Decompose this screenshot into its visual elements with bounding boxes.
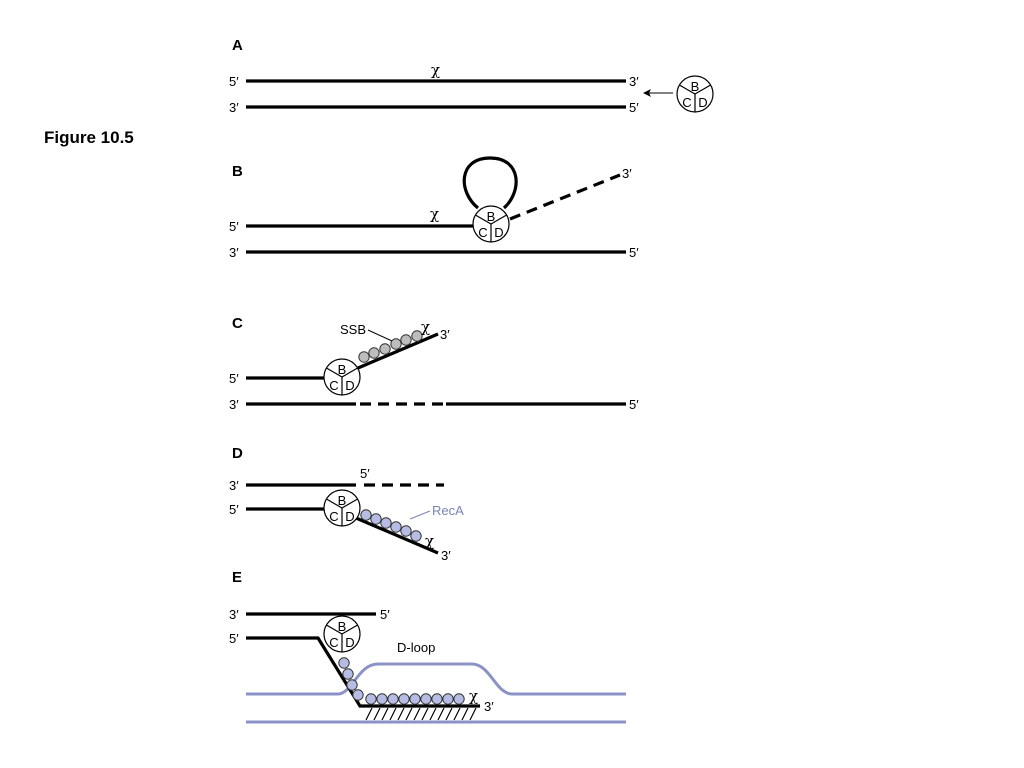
label-3prime: 3′ [440,327,450,342]
label-5prime: 5′ [360,466,370,481]
recbcd-enzyme: B C D [323,489,361,527]
reca-protein [400,525,412,537]
panel-c: C 5′ 3′ 5′ SSB χ 3′ B C D [229,315,639,412]
enzyme-b: B [338,493,347,508]
enzyme-d: D [345,378,354,393]
panel-label-a: A [232,37,243,54]
label-5prime: 5′ [229,219,239,234]
reca-label: RecA [432,503,464,518]
chi-site: χ [431,61,440,79]
label-3prime: 3′ [229,245,239,260]
base-pairing-hatch [365,707,477,721]
reca-protein [365,693,377,705]
enzyme-b: B [691,79,700,94]
reca-pointer [409,510,431,520]
ssb-protein [411,330,423,342]
enzyme-d: D [494,225,503,240]
enzyme-b: B [487,209,496,224]
recipient-dna-top [246,662,626,696]
label-3prime: 3′ [229,100,239,115]
reca-protein [398,693,410,705]
reca-protein [352,689,364,701]
enzyme-d: D [698,95,707,110]
ssb-protein [358,351,370,363]
enzyme-c: C [329,635,338,650]
ssb-protein [390,338,402,350]
chi-site: χ [425,532,434,550]
label-3prime: 3′ [622,166,632,181]
recbcd-enzyme: B C D [472,205,510,243]
enzyme-c: C [329,509,338,524]
reca-protein [390,521,402,533]
panel-label-b: B [232,163,243,180]
recbcd-enzyme: B C D [676,75,714,113]
chi-site: χ [421,318,430,336]
ssdna-tail [357,332,439,370]
reca-protein [376,693,388,705]
panel-d: D 3′ 5′ 5′ RecA χ 3′ B C D [229,445,464,563]
label-3prime: 3′ [629,74,639,89]
ssb-protein [400,334,412,346]
reca-protein [346,679,358,691]
reca-protein [431,693,443,705]
label-3prime: 3′ [229,397,239,412]
panel-label-d: D [232,445,243,462]
chi-site: χ [469,687,478,705]
label-5prime: 5′ [229,74,239,89]
reca-protein [410,530,422,542]
label-3prime: 3′ [484,699,494,714]
enzyme-d: D [345,509,354,524]
invading-strand [246,636,480,708]
figure-label: Figure 10.5 [44,128,134,147]
reca-filament [338,657,465,705]
dloop-label: D-loop [397,640,435,655]
enzyme-c: C [478,225,487,240]
panel-label-e: E [232,569,242,586]
ssdna-tail [355,516,439,555]
label-3prime: 3′ [229,478,239,493]
ssb-pointer [367,329,393,342]
unwound-strand [509,173,621,221]
enzyme-b: B [338,619,347,634]
label-3prime: 3′ [441,548,451,563]
chi-site: χ [430,205,439,223]
reca-protein [387,693,399,705]
label-5prime: 5′ [229,631,239,646]
label-5prime: 5′ [629,397,639,412]
ssb-proteins [358,330,423,363]
ssb-label: SSB [340,322,366,337]
enzyme-b: B [338,362,347,377]
label-3prime: 3′ [229,607,239,622]
reca-protein [409,693,421,705]
label-5prime: 5′ [629,100,639,115]
panel-label-c: C [232,315,243,332]
reca-protein [420,693,432,705]
enzyme-d: D [345,635,354,650]
panel-b: B 5′ 3′ 5′ χ 3′ B C D [229,156,639,260]
label-5prime: 5′ [229,502,239,517]
panel-e: E 3′ 5′ 5′ [229,569,626,724]
ssb-protein [379,343,391,355]
ssdna-loop [462,156,518,210]
reca-protein [338,657,350,669]
reca-protein [442,693,454,705]
reca-protein [453,693,465,705]
reca-protein [360,509,372,521]
reca-protein [370,513,382,525]
label-5prime: 5′ [380,607,390,622]
recbcd-enzyme: B C D [323,358,361,396]
recbcd-enzyme: B C D [323,615,361,653]
ssb-protein [368,347,380,359]
reca-filament [360,509,422,542]
reca-protein [380,517,392,529]
label-5prime: 5′ [229,371,239,386]
enzyme-c: C [329,378,338,393]
arrow-icon [643,89,651,97]
reca-protein [342,668,354,680]
enzyme-c: C [682,95,691,110]
panel-a: A 5′ 3′ 3′ 5′ χ B C D [229,37,714,115]
label-5prime: 5′ [629,245,639,260]
